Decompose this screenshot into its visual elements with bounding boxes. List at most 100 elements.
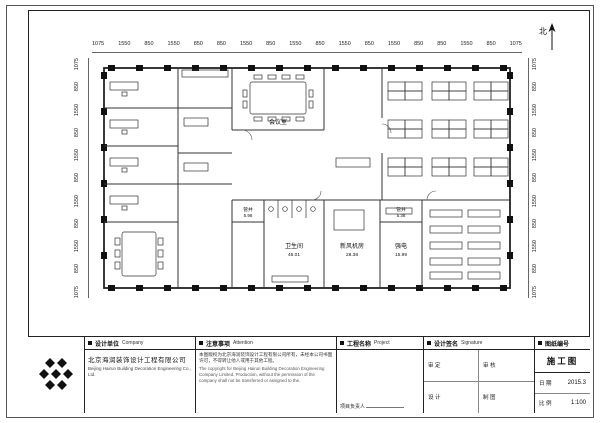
dimension-value: 1550 bbox=[532, 103, 539, 116]
dimension-value: 850 bbox=[74, 82, 81, 92]
room-label-meeting: 会议室 bbox=[269, 118, 287, 126]
project-header-en: Project bbox=[374, 340, 390, 346]
project-section-header: 工程名称 Project bbox=[337, 337, 423, 350]
project-header-cn: 工程名称 bbox=[347, 341, 372, 348]
floor-plan: 会议室 管井 5.98 卫生间 46.01 新风机房 28.38 强电 15.9… bbox=[101, 65, 513, 291]
section-bullet-icon bbox=[199, 341, 203, 345]
signature-header-en: Signature bbox=[461, 340, 483, 346]
title-block: 设计单位 Company 北京海润装饰设计工程有限公司 Beijing Hair… bbox=[28, 336, 590, 413]
room-label-toilet: 卫生间 bbox=[285, 242, 303, 250]
top-dimension-row: 1075 1550 850 1550 850 850 1550 850 1550 850 1550 8… bbox=[92, 41, 522, 48]
sheet-scale-label: 比 例 bbox=[539, 401, 552, 408]
workstation-clusters bbox=[387, 81, 509, 177]
dimension-value: 850 bbox=[532, 82, 539, 92]
dimension-value: 1550 bbox=[167, 41, 180, 47]
ahu-unit bbox=[333, 209, 365, 231]
dimension-value: 1550 bbox=[74, 194, 81, 207]
dimension-value: 850 bbox=[532, 173, 539, 183]
dimension-value: 1550 bbox=[239, 41, 253, 47]
attention-section: 注意事项 Attention 本图版权为北京海润装饰设计工程有限公司所有，未经本… bbox=[196, 337, 337, 413]
dimension-value: 1550 bbox=[532, 149, 539, 162]
top-dimension-line bbox=[92, 52, 522, 53]
dimension-value: 1550 bbox=[387, 41, 401, 47]
exterior-walls bbox=[103, 67, 511, 289]
company-section-header: 设计单位 Company bbox=[85, 337, 195, 350]
company-header-cn: 设计单位 bbox=[95, 341, 120, 348]
signature-role-label: 审 定 bbox=[424, 350, 479, 382]
section-bullet-icon bbox=[340, 341, 344, 345]
sheet-header-cn: 图纸编号 bbox=[545, 341, 570, 348]
dimension-value: 1550 bbox=[74, 240, 81, 253]
dimension-value: 1075 bbox=[74, 58, 81, 71]
company-logo-cell bbox=[28, 337, 85, 413]
conference-table bbox=[242, 74, 314, 122]
attention-text-en: The copyright for Beijing Hairun Buildin… bbox=[199, 366, 325, 383]
dimension-value: 850 bbox=[486, 41, 496, 47]
dimension-value: 850 bbox=[414, 41, 424, 47]
project-manager-label: 项目负责人 bbox=[340, 404, 366, 410]
reception-desk bbox=[335, 157, 371, 168]
office-desks-left bbox=[109, 81, 209, 211]
sheet-date-row: 日 期 2015.3 bbox=[535, 373, 590, 394]
sheet-date-label: 日 期 bbox=[539, 380, 552, 387]
signature-role-label: 审 核 bbox=[479, 350, 534, 382]
left-dimension-line bbox=[88, 58, 89, 298]
dimension-value: 850 bbox=[74, 127, 81, 138]
dimension-value: 1550 bbox=[118, 41, 131, 47]
north-label: 北 bbox=[539, 27, 547, 36]
section-bullet-icon bbox=[88, 341, 92, 345]
attention-header-cn: 注意事项 bbox=[206, 341, 231, 348]
dimension-value: 850 bbox=[74, 264, 81, 274]
attention-header-en: Attention bbox=[233, 340, 253, 346]
dimension-value: 1550 bbox=[460, 41, 473, 47]
meeting-table-left bbox=[114, 231, 164, 277]
section-bullet-icon bbox=[427, 341, 431, 345]
signature-header-cn: 设计签名 bbox=[434, 341, 459, 348]
dimension-value: 1550 bbox=[74, 149, 81, 162]
attention-section-header: 注意事项 Attention bbox=[196, 337, 336, 350]
dimension-value: 1075 bbox=[532, 58, 539, 71]
dimension-value: 1550 bbox=[532, 194, 539, 207]
section-bullet-icon bbox=[538, 341, 542, 345]
sheet-number-section: 图纸编号 施工图 日 期 2015.3 比 例 1:100 bbox=[535, 337, 590, 413]
dimension-value: 850 bbox=[532, 264, 539, 274]
toilet-fixtures bbox=[268, 200, 316, 283]
drawing-area: 北 1075 1550 850 1550 850 850 1550 850 1550 850 155… bbox=[28, 10, 590, 337]
room-label-power: 强电 bbox=[395, 242, 407, 250]
company-name-cn: 北京海润装饰设计工程有限公司 bbox=[88, 357, 186, 364]
dimension-value: 850 bbox=[74, 218, 81, 229]
dimension-value: 850 bbox=[364, 41, 374, 47]
company-name-en: Beijing Hairun Building Decoration Engin… bbox=[88, 366, 192, 377]
room-labels: 会议室 管井 5.98 卫生间 46.01 新风机房 28.38 强电 15.9… bbox=[243, 118, 407, 258]
room-area-shaft-right: 5.38 bbox=[397, 213, 406, 218]
dimension-value: 1550 bbox=[289, 41, 302, 47]
dimension-value: 1550 bbox=[532, 240, 539, 253]
project-manager-blank-line bbox=[366, 402, 405, 408]
dimension-value: 850 bbox=[266, 41, 276, 47]
dimension-value: 850 bbox=[74, 173, 81, 183]
room-area-shaft-left: 5.98 bbox=[244, 213, 253, 218]
left-dimension-column: 1075 850 1550 850 1550 850 1550 850 1550 850 1075 bbox=[72, 58, 84, 298]
dimension-value: 1075 bbox=[509, 41, 522, 47]
dimension-value: 850 bbox=[532, 127, 539, 138]
dimension-value: 850 bbox=[216, 41, 226, 47]
dimension-value: 1075 bbox=[74, 285, 81, 298]
room-label-shaft-right: 管井 bbox=[396, 206, 406, 213]
dimension-value: 850 bbox=[144, 41, 154, 47]
sheet-scale-value: 1:100 bbox=[570, 400, 586, 407]
room-label-shaft-left: 管井 bbox=[243, 206, 253, 213]
dimension-value: 850 bbox=[437, 41, 447, 47]
sheet-outer-border bbox=[6, 5, 594, 418]
room-area-power: 15.99 bbox=[395, 252, 407, 258]
signature-section: 设计签名 Signature 审 定审 核设 计制 图 bbox=[424, 337, 535, 413]
power-panel bbox=[385, 207, 413, 215]
sheet-scale-row: 比 例 1:100 bbox=[535, 394, 590, 414]
dimension-value: 1550 bbox=[74, 103, 81, 116]
project-section: 工程名称 Project 项目负责人 bbox=[337, 337, 424, 413]
structural-columns bbox=[101, 65, 513, 291]
attention-text-cn: 本图版权为北京海润装饰设计工程有限公司所有，未经本公司书面许可，不得转让他人或用… bbox=[199, 352, 333, 364]
company-section: 设计单位 Company 北京海润装饰设计工程有限公司 Beijing Hair… bbox=[85, 337, 196, 413]
signature-role-label: 制 图 bbox=[483, 395, 496, 402]
